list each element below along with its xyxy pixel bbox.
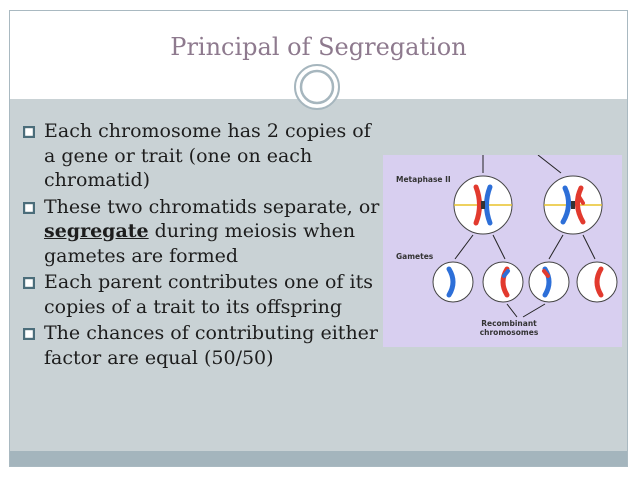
metaphase-cell-right bbox=[543, 175, 603, 235]
label-gametes: Gametes bbox=[396, 252, 434, 261]
content-area: Each chromosome has 2 copies of a gene o… bbox=[10, 99, 627, 453]
label-chromosomes: chromosomes bbox=[480, 328, 539, 337]
bullet-item: Each parent contributes one of its copie… bbox=[22, 270, 382, 319]
bullet-icon bbox=[23, 201, 35, 214]
bullet-text-before: These two chromatids separate, or bbox=[44, 195, 380, 218]
bullet-icon bbox=[23, 126, 35, 138]
gamete-cell-1 bbox=[432, 261, 474, 303]
bullet-item: The chances of contributing either facto… bbox=[22, 321, 382, 370]
slide-title: Principal of Segregation bbox=[170, 33, 467, 61]
gamete-cell-3 bbox=[528, 261, 570, 303]
bullet-text: Each parent contributes one of its copie… bbox=[44, 271, 373, 318]
bullet-emphasis: segregate bbox=[44, 220, 149, 242]
bullet-icon bbox=[23, 328, 35, 340]
gamete-cell-4 bbox=[576, 261, 618, 303]
division-arrows bbox=[454, 234, 596, 260]
bullet-item: Each chromosome has 2 copies of a gene o… bbox=[22, 119, 382, 193]
bullet-text-after: during meiosis when gametes are formed bbox=[44, 220, 356, 267]
bullet-text: The chances of contributing either facto… bbox=[44, 322, 379, 369]
label-metaphase: Metaphase II bbox=[396, 175, 451, 184]
bullet-icon bbox=[23, 277, 35, 289]
label-recombinant: Recombinant bbox=[481, 319, 537, 328]
recombinant-pointers bbox=[506, 303, 546, 318]
bullet-list: Each chromosome has 2 copies of a gene o… bbox=[22, 119, 382, 372]
metaphase-cell-left bbox=[453, 175, 513, 235]
footer-bar bbox=[10, 451, 627, 466]
gamete-cell-2 bbox=[482, 261, 524, 303]
circle-ornament-icon bbox=[294, 64, 340, 110]
arrow-line bbox=[537, 155, 562, 174]
bullet-text: Each chromosome has 2 copies of a gene o… bbox=[44, 120, 371, 191]
meiosis-diagram: Metaphase II Gametes Recombinant chromos… bbox=[383, 155, 622, 347]
bullet-item: These two chromatids separate, or segreg… bbox=[22, 195, 382, 269]
